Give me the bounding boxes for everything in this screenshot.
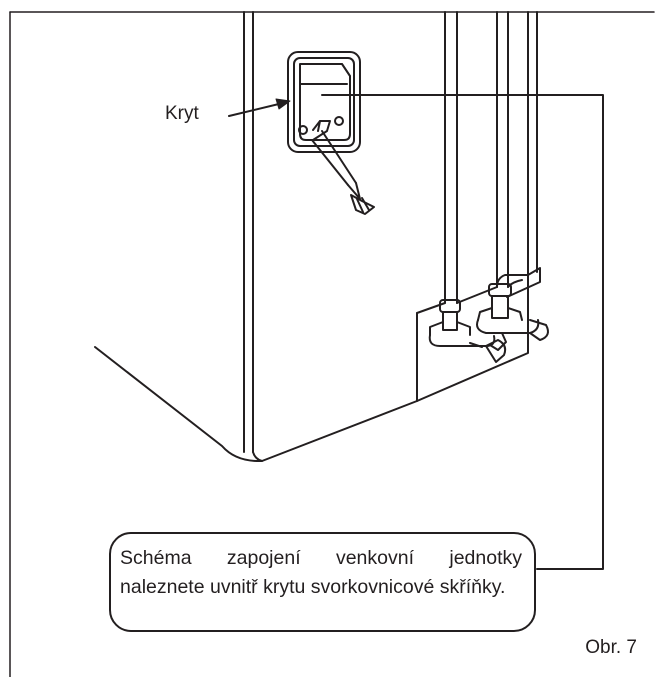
cover-label: Kryt [165,103,199,124]
unit-body-outline [94,11,418,463]
screw [311,130,375,215]
service-valves [416,267,549,402]
callout-text: Schéma zapojení venkovní jednotky nalezn… [120,547,522,598]
wiring-diagram-callout: Schéma zapojení venkovní jednotky nalezn… [109,532,536,632]
figure-number: Obr. 7 [585,637,637,658]
page-frame-lines [9,11,655,677]
pipes [444,11,538,304]
kryt-leader-arrow [228,98,291,117]
callout-leader-line [321,94,604,570]
terminal-cover [287,51,361,153]
